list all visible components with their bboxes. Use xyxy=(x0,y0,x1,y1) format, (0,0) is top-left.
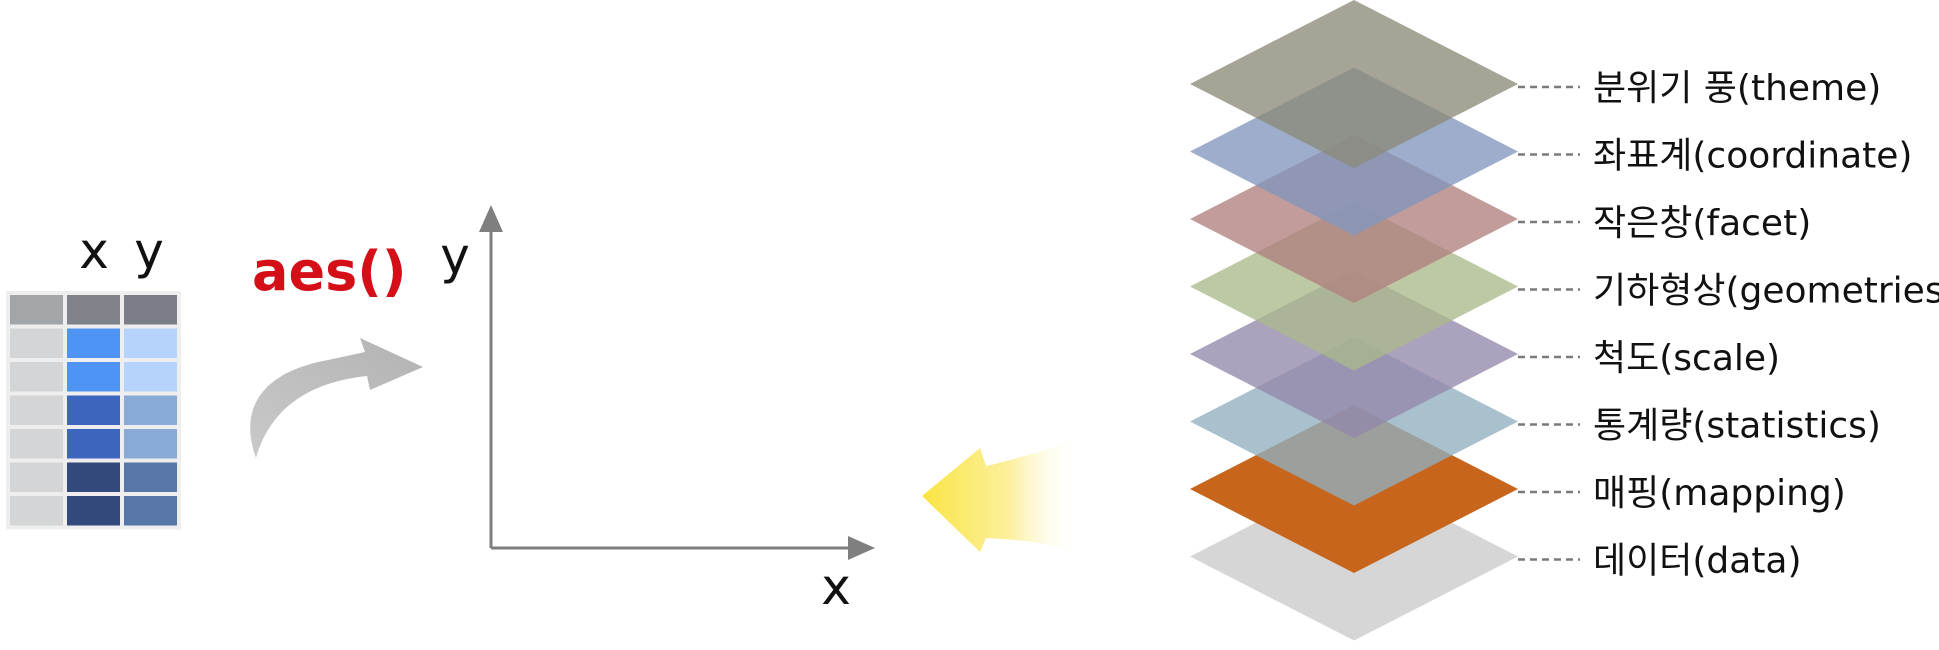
table-cell xyxy=(10,429,63,459)
table-cell xyxy=(10,395,63,425)
table-header-cell xyxy=(10,295,63,325)
layer-label: 분위기 풍(theme) xyxy=(1593,68,1881,109)
table-cell xyxy=(10,328,63,358)
layer-label: 척도(scale) xyxy=(1593,338,1780,379)
table-cell xyxy=(67,429,120,459)
layer-label: 기하형상(geometries) xyxy=(1593,271,1939,312)
layer-stack xyxy=(1190,0,1518,641)
table-cell xyxy=(67,395,120,425)
table-header-cell xyxy=(67,295,120,325)
table-cell xyxy=(67,496,120,526)
table-cell xyxy=(67,362,120,392)
y-axis-label: y xyxy=(440,227,470,285)
table-cell xyxy=(67,462,120,492)
layer-label: 데이터(data) xyxy=(1593,541,1802,582)
aes-function-label: aes() xyxy=(252,240,407,303)
table-cell xyxy=(124,362,177,392)
table-header-cell xyxy=(124,295,177,325)
table-cell xyxy=(124,462,177,492)
table-cell xyxy=(124,496,177,526)
table-cell xyxy=(10,362,63,392)
layer-label: 매핑(mapping) xyxy=(1593,473,1846,514)
table-cell xyxy=(67,328,120,358)
table-column-x-label: x xyxy=(79,222,109,280)
empty-plot-axes: y x xyxy=(440,205,875,616)
layer-label: 통계량(statistics) xyxy=(1593,406,1881,447)
table-cell xyxy=(10,496,63,526)
table-column-y-label: y xyxy=(134,222,164,280)
layer-plane xyxy=(1190,0,1518,168)
yellow-arrow-icon xyxy=(922,438,1080,552)
table-cell xyxy=(124,395,177,425)
layer-labels: 분위기 풍(theme) 좌표계(coordinate) 작은창(facet) 기하형… xyxy=(1518,68,1939,582)
table-cell xyxy=(124,429,177,459)
data-table: x y xyxy=(6,222,181,530)
curved-arrow-icon xyxy=(250,338,423,458)
layer-label: 좌표계(coordinate) xyxy=(1593,136,1912,177)
layer-label: 작은창(facet) xyxy=(1593,203,1811,244)
table-cells xyxy=(6,291,181,530)
table-cell xyxy=(124,328,177,358)
table-cell xyxy=(10,462,63,492)
x-axis-label: x xyxy=(821,558,851,616)
